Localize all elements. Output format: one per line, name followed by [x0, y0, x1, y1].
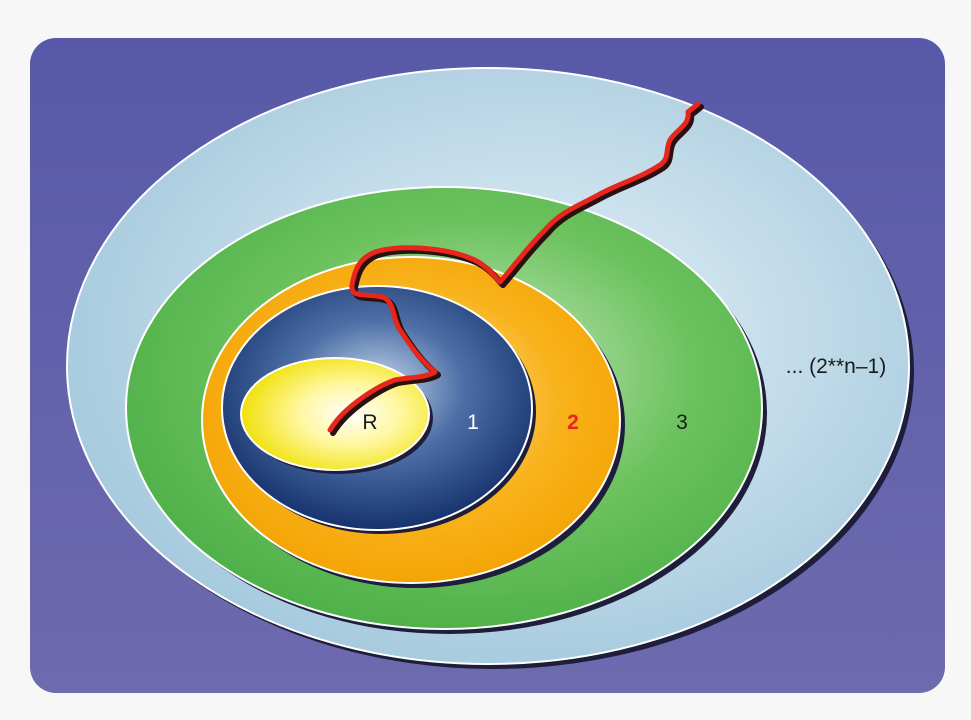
ring-label-r: R — [362, 411, 377, 434]
escape-path — [327, 101, 704, 436]
ring-label-outer: ... (2**n–1) — [786, 355, 886, 378]
ring-label-2: 2 — [567, 411, 579, 434]
ring-label-3: 3 — [676, 411, 688, 434]
ring-label-1: 1 — [467, 411, 479, 434]
